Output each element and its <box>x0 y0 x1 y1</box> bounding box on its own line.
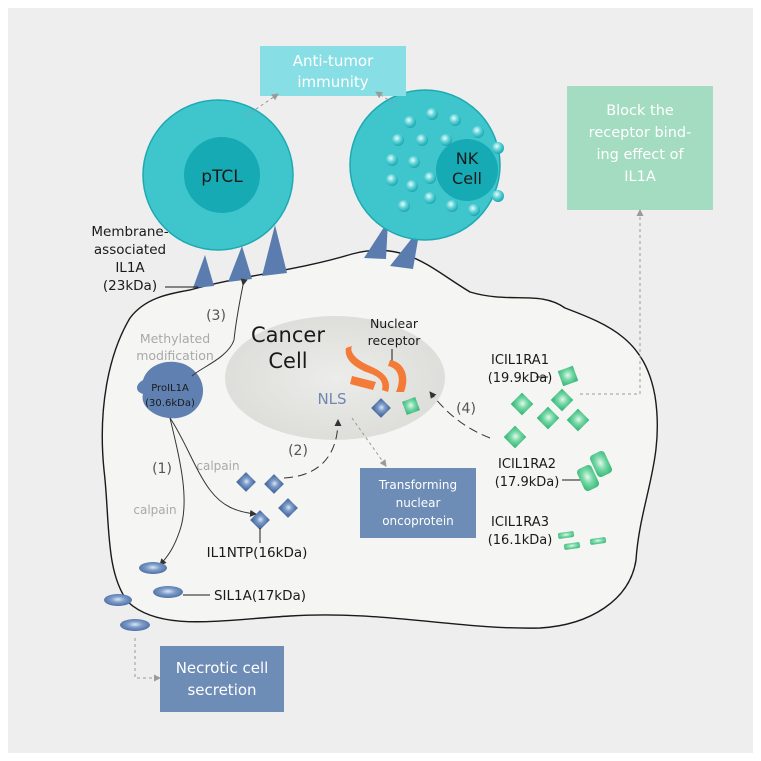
membrane-label-line2: associated <box>94 242 166 258</box>
nls-label: NLS <box>317 390 346 408</box>
calpain-upper: calpain <box>196 459 239 473</box>
membrane-label-line3: IL1A <box>115 260 145 276</box>
cancer-cell-label-line1: Cancer <box>251 323 325 347</box>
necrotic-line1: Necrotic cell <box>176 659 269 677</box>
nuclear-receptor-shape <box>345 346 407 392</box>
membrane-label-line4: (23kDa) <box>103 278 157 294</box>
icil1ra2-line2: (17.9kDa) <box>495 475 560 490</box>
methylated-line2: modification <box>136 348 214 363</box>
step-1: (1) <box>152 461 172 477</box>
arrow-to-necrotic <box>134 638 161 682</box>
nk-cell <box>349 89 501 241</box>
arrow-3-membrane <box>233 278 248 341</box>
icil1ra-in-nucleus <box>402 397 420 415</box>
ptcl-label: pTCL <box>201 167 243 187</box>
step-2: (2) <box>288 443 308 459</box>
icil1ra-to-block-arrow <box>580 209 644 395</box>
nk-granule <box>424 192 436 204</box>
arrow-proil1a-to-il1ntp <box>169 417 257 517</box>
cancer-cell-label-line2: Cell <box>268 349 307 373</box>
il1ntp-label: IL1NTP(16kDa) <box>207 545 308 561</box>
necrotic-line2: secretion <box>187 681 256 699</box>
proil1a-blob <box>136 361 204 419</box>
methylated-line1: Methylated <box>140 331 210 346</box>
nk-label-line2: Cell <box>452 169 482 188</box>
nucleus <box>225 316 445 440</box>
nk-granule <box>386 174 398 186</box>
step-4: (4) <box>456 401 476 417</box>
nk-granule <box>392 134 404 146</box>
proil1a-line2: (30.6kDa) <box>145 398 195 409</box>
block-line2: receptor bind- <box>589 125 692 141</box>
nk-granule <box>492 190 504 202</box>
icil1ra3-line1: ICIL1RA3 <box>491 515 549 530</box>
nk-granule <box>492 142 504 154</box>
cancer-cell-membrane <box>101 249 659 629</box>
il1ntp-in-nucleus <box>371 398 391 418</box>
nk-to-immunity-arrow <box>375 91 399 107</box>
icil1ra1-line2: (19.9kDa) <box>488 371 553 386</box>
transforming-line1: Transforming <box>378 478 457 492</box>
icil1ra3-line2: (16.1kDa) <box>488 533 553 548</box>
transforming-box <box>360 468 476 538</box>
ptcl-to-immunity-arrow <box>245 93 279 117</box>
ptcl-cell <box>142 99 294 251</box>
proil1a-line1: ProIL1A <box>151 383 189 394</box>
nk-granule <box>449 114 461 126</box>
nk-granule <box>424 172 436 184</box>
nk-granule <box>406 180 418 192</box>
anti-tumor-line2: immunity <box>297 73 368 91</box>
icil1ra2-line1: ICIL1RA2 <box>498 457 556 472</box>
icil1ra1-line1: ICIL1RA1 <box>491 353 549 368</box>
nuclear-receptor-line1: Nuclear <box>370 316 419 331</box>
arrow-2-il1ntp-to-nucleus <box>283 419 342 479</box>
necrotic-box <box>160 646 284 712</box>
nuclear-receptor-line2: receptor <box>368 333 422 348</box>
sil1a-proteins <box>104 562 183 631</box>
block-line3: ing effect of <box>596 147 684 163</box>
membrane-label-line1: Membrane- <box>91 224 168 240</box>
step-3: (3) <box>206 308 226 324</box>
calpain-left: calpain <box>133 503 176 517</box>
arrow-3-tail <box>191 339 235 377</box>
nk-granule <box>468 204 480 216</box>
nk-granule <box>404 116 416 128</box>
nk-granule <box>472 126 484 138</box>
arrow-4-icil1ra-to-nucleus <box>429 391 491 439</box>
nucleus-proteins <box>371 397 420 418</box>
block-receptor-box <box>567 86 713 210</box>
anti-tumor-box <box>260 46 406 96</box>
arrow-1-proil1a-to-sil1a <box>159 417 185 566</box>
block-line1: Block the <box>606 103 674 119</box>
nk-label-line1: NK <box>456 149 479 168</box>
nk-granule <box>408 156 420 168</box>
icil1ra3-proteins <box>557 531 607 550</box>
nk-granule <box>386 154 398 166</box>
icil1ra2-proteins <box>576 451 613 491</box>
nk-granule <box>416 134 428 146</box>
nk-granule <box>440 134 452 146</box>
transforming-line2: nuclear <box>396 496 441 510</box>
nk-granule <box>446 200 458 212</box>
sil1a-label: SIL1A(17kDa) <box>214 588 306 604</box>
block-line4: IL1A <box>624 169 656 185</box>
nucleus-to-transforming-arrow <box>351 417 387 467</box>
nk-granule <box>426 108 438 120</box>
nk-granule <box>398 200 410 212</box>
transforming-line3: oncoprotein <box>382 514 454 528</box>
anti-tumor-line1: Anti-tumor <box>293 52 374 70</box>
nk-granules <box>386 108 504 216</box>
